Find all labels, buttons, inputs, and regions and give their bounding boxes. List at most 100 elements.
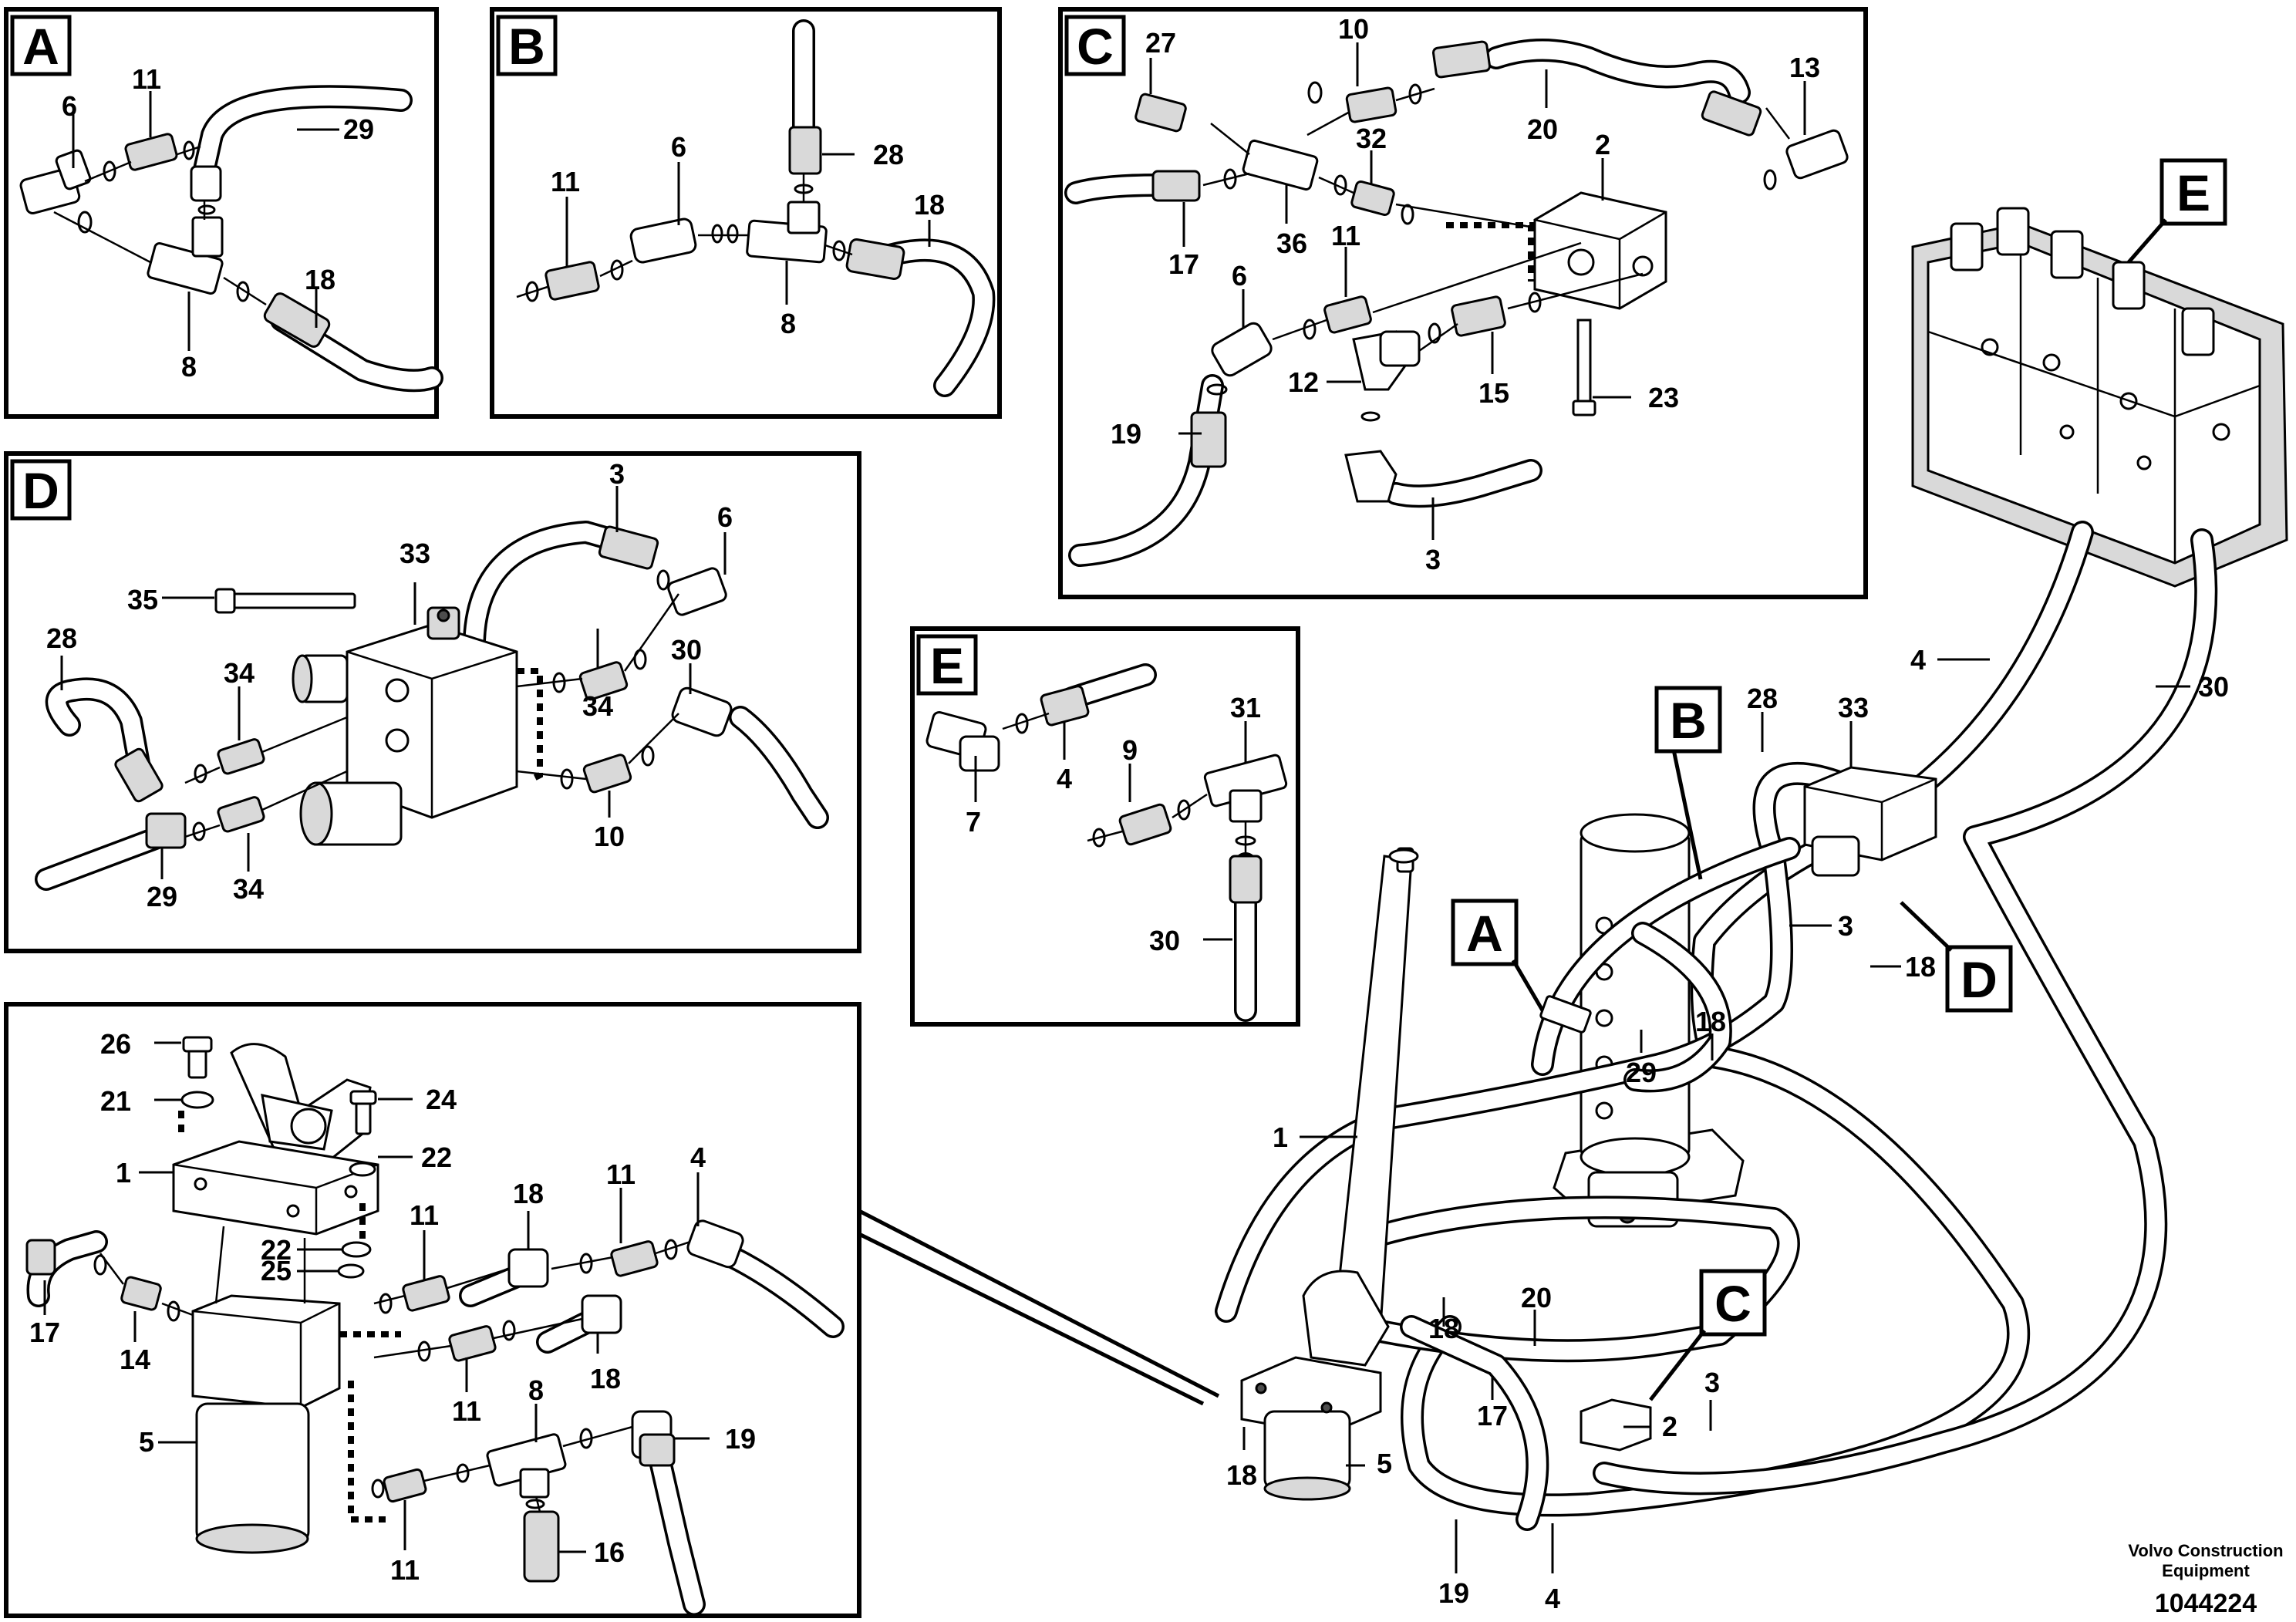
part-number-29: 29 (343, 113, 374, 145)
part-number-21: 21 (100, 1085, 131, 1117)
part-number-11: 11 (390, 1554, 420, 1586)
detail-b-label: B (508, 18, 545, 75)
detail-view-b: B 11 6 28 18 8 (490, 7, 1002, 419)
part-number-30: 30 (1149, 925, 1180, 956)
part-number-11: 11 (606, 1158, 636, 1190)
part-number-32: 32 (1356, 123, 1387, 154)
detail-view-steering-unit: 26 21 24 1 22 22 25 18 11 11 4 17 14 18 … (4, 1002, 861, 1618)
part-number-19: 19 (1438, 1577, 1469, 1609)
part-number-35: 35 (127, 584, 158, 615)
part-number-18: 18 (590, 1363, 621, 1394)
part-number-3: 3 (609, 458, 625, 490)
document-number: 1044224 (2155, 1589, 2257, 1618)
steering-column (1333, 855, 1413, 1328)
part-number-30: 30 (2198, 671, 2229, 703)
part-number-3: 3 (1425, 544, 1441, 575)
part-number-29: 29 (1626, 1057, 1657, 1088)
part-number-2: 2 (1662, 1411, 1677, 1442)
part-number-6: 6 (62, 90, 77, 122)
part-number-8: 8 (781, 308, 796, 339)
part-number-26: 26 (100, 1028, 131, 1060)
part-number-19: 19 (1111, 418, 1141, 450)
hose-fitting (190, 165, 222, 202)
part-number-34: 34 (582, 690, 613, 722)
overview-callout-e: E (2176, 164, 2210, 221)
part-number-3: 3 (1838, 910, 1853, 942)
part-number-24: 24 (426, 1084, 457, 1115)
brand-line-1: Volvo Construction (2128, 1541, 2283, 1560)
part-number-33: 33 (1838, 692, 1869, 723)
part-number-18: 18 (1905, 951, 1936, 983)
detail-a-label: A (22, 18, 59, 75)
part-number-11: 11 (452, 1395, 481, 1427)
part-number-17: 17 (29, 1317, 60, 1348)
part-number-8: 8 (528, 1374, 544, 1406)
part-number-28: 28 (1747, 683, 1778, 714)
part-number-4: 4 (1545, 1583, 1560, 1614)
part-number-7: 7 (966, 806, 981, 838)
part-number-20: 20 (1527, 113, 1558, 145)
part-number-6: 6 (717, 501, 733, 533)
part-number-33: 33 (400, 538, 430, 569)
part-number-18: 18 (1695, 1006, 1726, 1037)
part-number-22: 22 (261, 1234, 292, 1266)
detail-view-e: E 7 4 9 31 30 (910, 626, 1300, 1027)
overview-callout-d: D (1961, 951, 1998, 1008)
detail-c-label: C (1077, 18, 1114, 75)
overview-callout-b: B (1670, 692, 1707, 749)
part-number-18: 18 (914, 189, 945, 221)
part-number-36: 36 (1276, 228, 1307, 259)
part-number-10: 10 (1338, 13, 1369, 45)
part-number-30: 30 (671, 634, 702, 666)
part-number-25: 25 (261, 1255, 292, 1286)
detail-link-lines (858, 1209, 1220, 1406)
part-number-27: 27 (1145, 27, 1176, 59)
part-number-3: 3 (1704, 1367, 1720, 1398)
part-number-15: 15 (1478, 377, 1509, 409)
part-number-8: 8 (181, 351, 197, 383)
part-number-1: 1 (1273, 1121, 1288, 1153)
part-number-22: 22 (421, 1141, 452, 1173)
overview-callout-a: A (1466, 905, 1503, 962)
part-number-29: 29 (147, 881, 177, 912)
part-number-19: 19 (725, 1423, 756, 1455)
part-number-34: 34 (224, 657, 255, 689)
part-number-18: 18 (513, 1178, 544, 1209)
part-number-14: 14 (120, 1344, 150, 1375)
part-number-17: 17 (1477, 1400, 1508, 1431)
part-number-4: 4 (1910, 644, 1926, 676)
part-number-28: 28 (46, 622, 77, 654)
part-number-11: 11 (410, 1199, 439, 1231)
part-number-28: 28 (873, 139, 904, 170)
part-number-5: 5 (1377, 1448, 1392, 1479)
part-number-23: 23 (1648, 382, 1679, 413)
part-number-17: 17 (1168, 248, 1199, 280)
part-number-1: 1 (116, 1157, 131, 1189)
part-number-4: 4 (690, 1141, 706, 1173)
brand-line-2: Equipment (2162, 1561, 2250, 1580)
hose-crimp (263, 292, 331, 348)
machine-overview: E B A D C 4 30 28 33 3 (1215, 158, 2288, 1614)
part-number-11: 11 (551, 166, 580, 197)
overview-callout-c: C (1714, 1275, 1752, 1332)
part-number-11: 11 (1331, 220, 1360, 251)
part-number-10: 10 (594, 821, 625, 852)
part-number-18: 18 (1428, 1313, 1459, 1344)
part-number-2: 2 (1595, 129, 1610, 160)
part-number-11: 11 (132, 63, 161, 95)
detail-d-label: D (22, 462, 59, 519)
part-number-13: 13 (1789, 52, 1820, 83)
detail-e-label: E (930, 637, 964, 694)
part-number-20: 20 (1521, 1282, 1552, 1313)
part-number-31: 31 (1230, 692, 1261, 723)
part-number-6: 6 (1232, 260, 1247, 292)
detail-view-c: C (1058, 7, 1868, 599)
detail-view-a: A 6 11 29 8 18 (4, 7, 443, 419)
detail-view-d: D (4, 451, 861, 953)
part-number-12: 12 (1288, 366, 1319, 398)
part-number-18: 18 (1226, 1459, 1257, 1491)
adapter-fitting (124, 133, 178, 171)
part-number-34: 34 (233, 873, 264, 905)
part-number-6: 6 (671, 131, 686, 163)
